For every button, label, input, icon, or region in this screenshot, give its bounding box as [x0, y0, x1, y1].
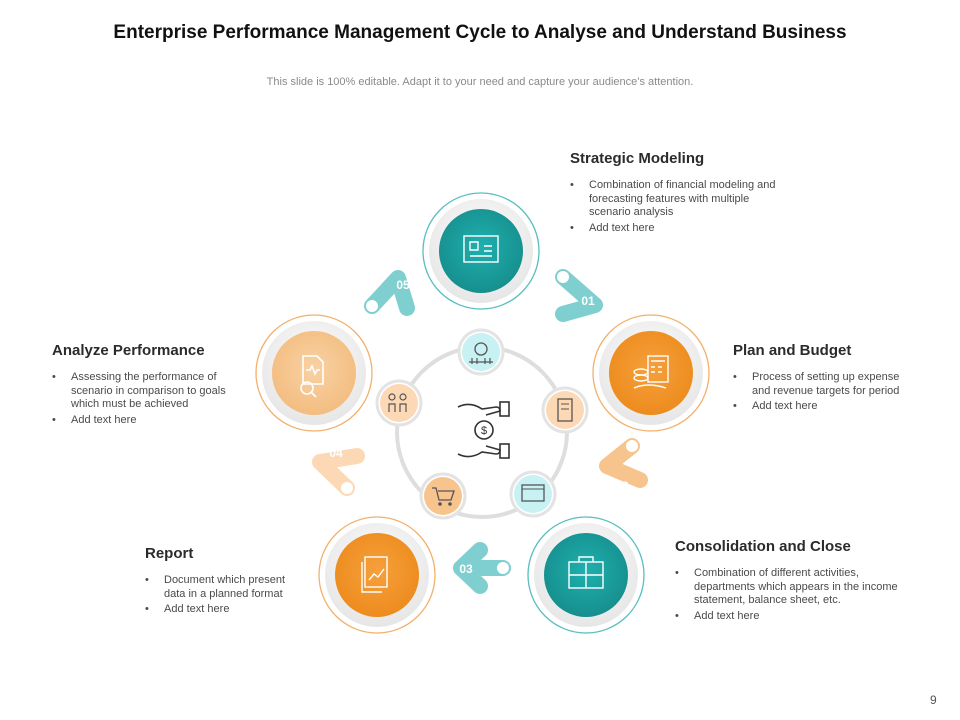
slide-title: Enterprise Performance Management Cycle …	[113, 22, 847, 43]
bullet-list: Combination of financial modeling and fo…	[570, 179, 780, 235]
bullet-item: Add text here	[52, 414, 252, 428]
bullet-item: Add text here	[733, 400, 913, 414]
calculator-coins-icon	[633, 355, 669, 389]
bullet-item: Document which present data in a planned…	[145, 574, 307, 601]
block-title: Report	[145, 545, 194, 562]
connector-02: 02	[599, 438, 648, 493]
step-number-05: 05	[396, 278, 410, 292]
block-title: Plan and Budget	[733, 342, 852, 359]
connector-05: 05	[364, 270, 415, 316]
block-title: Analyze Performance	[52, 342, 205, 359]
node-consolidation-and-close	[527, 516, 645, 634]
block-title: Consolidation and Close	[675, 538, 851, 555]
step-number-02: 02	[615, 479, 629, 493]
people-goal-icon	[375, 379, 423, 427]
bullet-item: Add text here	[145, 603, 307, 617]
document-chart-icon	[361, 556, 388, 593]
svg-text:$: $	[481, 425, 487, 437]
bullet-item: Combination of financial modeling and fo…	[570, 179, 780, 220]
block-consolidation-and-close: Consolidation and Close Combination of d…	[675, 538, 907, 625]
step-number-01: 01	[581, 294, 595, 308]
block-report: Report Document which present data in a …	[145, 545, 307, 619]
briefcase-puzzle-icon	[568, 556, 604, 589]
block-plan-and-budget: Plan and Budget Process of setting up ex…	[733, 342, 913, 416]
connector-01: 01	[555, 269, 603, 322]
bullet-list: Assessing the performance of scenario in…	[52, 371, 252, 427]
bullet-item: Add text here	[570, 222, 780, 236]
connector-03: 03	[453, 542, 511, 594]
bullet-list: Document which present data in a planned…	[145, 574, 307, 617]
server-icon	[541, 386, 589, 434]
connector-04: 04	[312, 446, 365, 496]
page-number: 9	[930, 693, 937, 707]
bullet-item: Combination of different activities, dep…	[675, 567, 907, 608]
web-browser-icon	[509, 470, 557, 518]
block-title: Strategic Modeling	[570, 150, 705, 167]
node-report	[318, 516, 436, 634]
slide-subtitle: This slide is 100% editable. Adapt it to…	[266, 76, 694, 88]
bullet-item: Process of setting up expense and revenu…	[733, 371, 913, 398]
step-number-04: 04	[329, 446, 343, 460]
bullet-item: Add text here	[675, 610, 907, 624]
node-plan-and-budget	[592, 314, 710, 432]
block-analyze-performance: Analyze Performance Assessing the perfor…	[52, 342, 252, 429]
step-number-03: 03	[459, 562, 473, 576]
block-strategic-modeling: Strategic Modeling Combination of financ…	[570, 150, 780, 237]
node-analyze-performance	[255, 314, 373, 432]
bullet-list: Combination of different activities, dep…	[675, 567, 907, 623]
document-magnifier-icon	[300, 355, 324, 398]
shopping-cart-icon	[419, 472, 467, 520]
node-strategic-modeling	[422, 192, 540, 310]
hand-dollar-icon: $	[457, 401, 510, 459]
gear-people-icon	[457, 328, 505, 376]
bullet-item: Assessing the performance of scenario in…	[52, 371, 252, 412]
bullet-list: Process of setting up expense and revenu…	[733, 371, 913, 414]
blueprint-icon	[463, 235, 499, 263]
